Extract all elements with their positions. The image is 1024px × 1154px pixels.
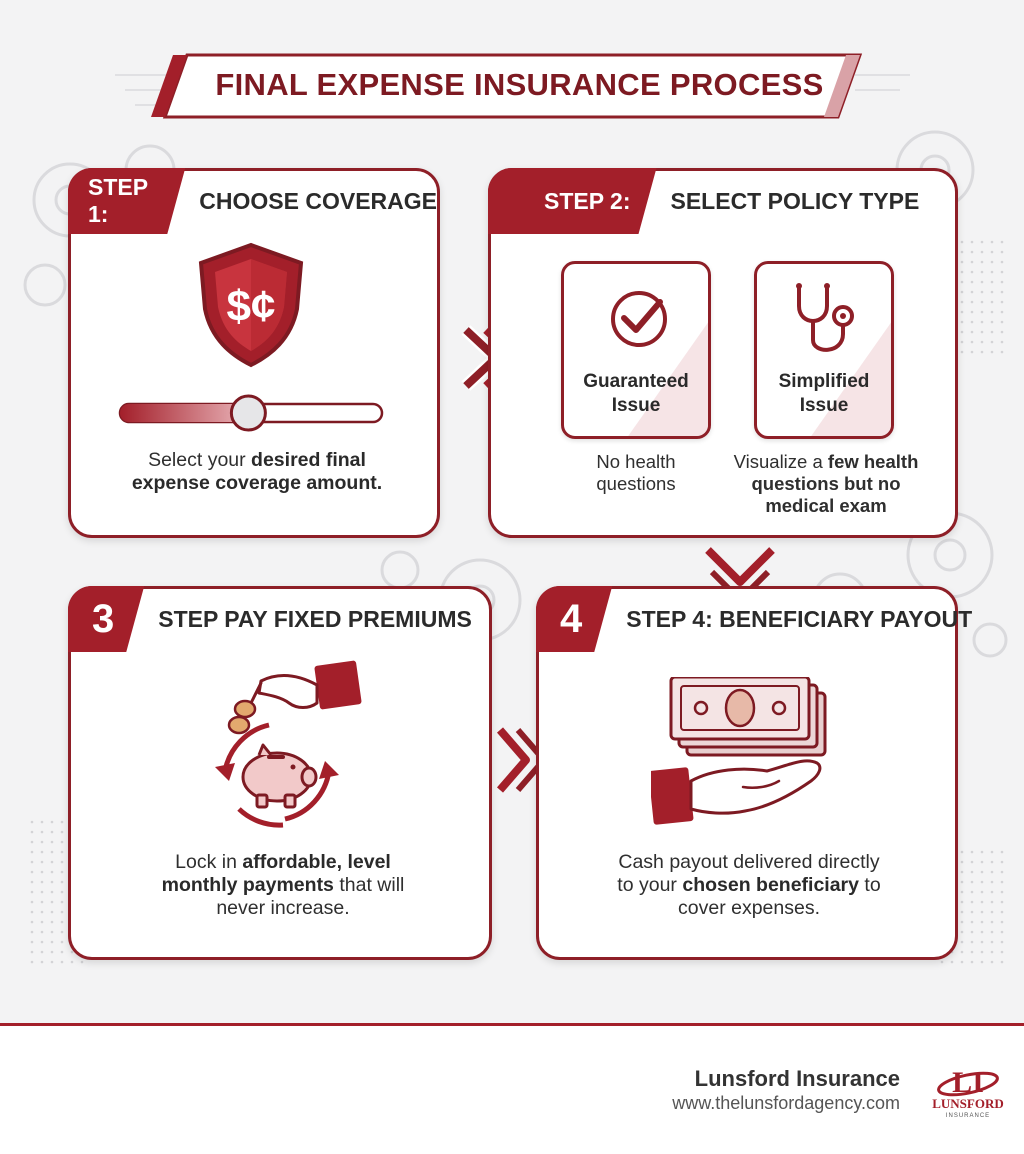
- step-1-header: STEP 1: CHOOSE COVERAGE: [68, 168, 437, 234]
- option-simplified-desc-bold-1: few health: [827, 451, 919, 472]
- option-simplified-description: Visualize a few health questions but no …: [721, 451, 931, 517]
- step-4-desc-plain-1: Cash payout delivered directly: [618, 851, 880, 873]
- option-simplified-desc-bold-2: questions but no: [751, 473, 901, 494]
- step-1-tab: STEP 1:: [68, 168, 185, 234]
- step-4-desc-plain-3: to: [859, 874, 881, 896]
- step-1-desc-bold-2: expense coverage amount.: [131, 472, 383, 494]
- step-3-desc-plain-1: Lock in: [175, 851, 243, 873]
- footer-divider: [0, 1023, 1024, 1026]
- step-1-description: Select your desired final expense covera…: [91, 449, 423, 495]
- option-simplified-label-2: Issue: [799, 395, 849, 416]
- option-guaranteed-label: Guaranteed Issue: [564, 370, 708, 418]
- step-3-tab: 3: [68, 586, 144, 652]
- step-4-desc-bold-1: chosen beneficiary: [682, 874, 859, 896]
- step-3-description: Lock in affordable, level monthly paymen…: [93, 851, 473, 920]
- step-3-header: 3 STEP PAY FIXED PREMIUMS: [68, 586, 472, 652]
- step-4-header: 4 STEP 4: BENEFICIARY PAYOUT: [536, 586, 972, 652]
- option-guaranteed-label-2: Issue: [611, 395, 661, 416]
- option-guaranteed-issue[interactable]: Guaranteed Issue: [561, 261, 711, 439]
- slider-fill: [120, 404, 249, 422]
- step-3-desc-bold-2: monthly payments: [161, 874, 334, 896]
- option-bg: [811, 322, 891, 436]
- svg-text:LI: LI: [952, 1066, 984, 1099]
- brand-name: Lunsford Insurance: [694, 1066, 900, 1091]
- option-simplified-desc-plain: Visualize a: [733, 451, 828, 472]
- step-1-card: STEP 1: CHOOSE COVERAGE $¢ Select your d…: [68, 168, 440, 538]
- cash-hand-icon: [651, 677, 827, 825]
- option-guaranteed-desc-2: questions: [596, 473, 676, 494]
- title-banner: FINAL EXPENSE INSURANCE PROCESS: [165, 52, 860, 118]
- checkmark-icon: [611, 291, 667, 347]
- step-2-tab: STEP 2:: [488, 168, 657, 234]
- lunsford-logo: LI LUNSFORD INSURANCE: [932, 1066, 1004, 1119]
- option-guaranteed-description: No health questions: [553, 451, 719, 495]
- step-3-desc-bold-1: affordable, level: [242, 851, 391, 873]
- option-simplified-label-1: Simplified: [778, 371, 870, 392]
- step-1-desc-text: Select your: [148, 449, 252, 471]
- option-simplified-issue[interactable]: Simplified Issue: [754, 261, 894, 439]
- step-4-card: 4 STEP 4: BENEFICIARY PAYOUT Cash payout…: [536, 586, 972, 960]
- step-2-header: STEP 2: SELECT POLICY TYPE: [488, 168, 919, 234]
- step-4-tab: 4: [536, 586, 612, 652]
- step-3-desc-plain-3: never increase.: [216, 897, 350, 919]
- option-simplified-label: Simplified Issue: [757, 370, 891, 418]
- logo-text: LUNSFORD: [932, 1096, 1004, 1111]
- step-1-title: CHOOSE COVERAGE: [199, 187, 437, 214]
- stethoscope-icon: [796, 283, 854, 352]
- step-1-desc-bold-1: desired final: [251, 449, 366, 471]
- option-simplified-desc-bold-3: medical exam: [765, 495, 887, 516]
- shield-dollar-icon: $¢: [198, 242, 304, 368]
- step-2-card: STEP 2: SELECT POLICY TYPE Guaranteed Is…: [488, 168, 958, 538]
- step-4-title: STEP 4: BENEFICIARY PAYOUT: [626, 605, 973, 632]
- shield-text: $¢: [227, 282, 276, 331]
- coverage-slider[interactable]: [116, 393, 386, 433]
- page-title: FINAL EXPENSE INSURANCE PROCESS: [215, 67, 824, 102]
- footer: [0, 1026, 1024, 1154]
- step-3-title: STEP PAY FIXED PREMIUMS: [158, 605, 472, 632]
- option-bg: [628, 322, 708, 436]
- option-guaranteed-label-1: Guaranteed: [583, 371, 689, 392]
- step-2-title: SELECT POLICY TYPE: [670, 187, 920, 214]
- brand-url[interactable]: www.thelunsfordagency.com: [672, 1093, 900, 1113]
- option-guaranteed-desc-1: No health: [596, 451, 676, 472]
- step-3-card: 3 STEP PAY FIXED PREMIUMS: [68, 586, 492, 960]
- slider-knob: [229, 394, 267, 432]
- step-3-desc-plain-2: that will: [333, 874, 405, 896]
- step-4-desc-plain-4: cover expenses.: [678, 897, 820, 919]
- step-4-desc-plain-2: to your: [617, 874, 683, 896]
- logo-sub: INSURANCE: [946, 1113, 990, 1119]
- step-4-description: Cash payout delivered directly to your c…: [559, 851, 939, 920]
- piggy-bank-icon: [215, 660, 362, 828]
